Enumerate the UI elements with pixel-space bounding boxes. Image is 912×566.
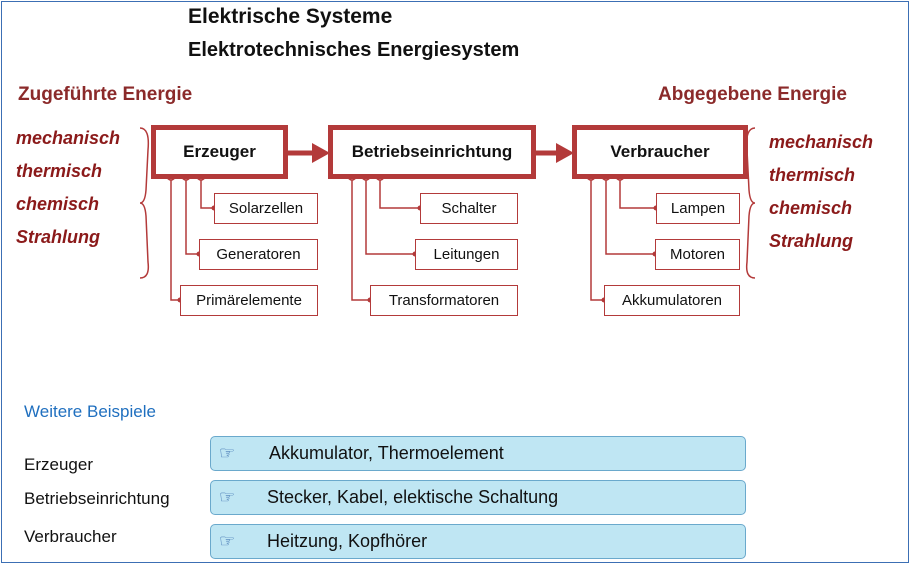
leitungen-box: Leitungen (415, 239, 518, 270)
energy-form: chemisch (16, 194, 100, 214)
example-text: Akkumulator, Thermoelement (269, 443, 504, 463)
energy-form: mechanisch (16, 128, 121, 148)
pointing-hand-icon: ☞ (219, 487, 236, 507)
arrowhead-erzeuger-betrieb (312, 143, 330, 163)
generatoren-box: Generatoren (199, 239, 318, 270)
erzeuger-block: Erzeuger (151, 125, 288, 179)
betriebseinrichtung-block: Betriebseinrichtung (328, 125, 536, 179)
example-text: Stecker, Kabel, elektische Schaltung (267, 487, 559, 507)
example-box-betrieb: ☞ Stecker, Kabel, elektische Schaltung (210, 480, 746, 515)
example-box-erzeuger: ☞ Akkumulator, Thermoelement (210, 436, 746, 471)
verbraucher-block: Verbraucher (572, 125, 748, 179)
transformatoren-box: Transformatoren (370, 285, 518, 316)
energy-form: mechanisch (769, 132, 874, 152)
pointing-hand-icon: ☞ (219, 443, 236, 463)
motoren-box: Motoren (655, 239, 740, 270)
example-text: Heitzung, Kopfhörer (267, 531, 428, 551)
left-brace (139, 127, 150, 279)
output-energy-list: mechanisch thermisch chemisch Strahlung (769, 126, 873, 258)
energy-form: thermisch (769, 165, 856, 185)
page-subtitle: Elektrotechnisches Energiesystem (188, 39, 520, 61)
example-label-verbraucher: Verbraucher (24, 527, 117, 546)
page-title: Elektrische Systeme (188, 5, 393, 28)
primaerelemente-box: Primärelemente (180, 285, 318, 316)
solarzellen-box: Solarzellen (214, 193, 318, 224)
input-energy-heading: Zugeführte Energie (18, 84, 193, 105)
schalter-box: Schalter (420, 193, 518, 224)
energy-form: Strahlung (769, 231, 853, 251)
output-energy-heading: Abgegebene Energie (658, 84, 847, 105)
lampen-box: Lampen (656, 193, 740, 224)
input-energy-list: mechanisch thermisch chemisch Strahlung (16, 122, 120, 254)
example-label-erzeuger: Erzeuger (24, 455, 93, 474)
energy-form: chemisch (769, 198, 853, 218)
arrowhead-betrieb-verbraucher (556, 143, 574, 163)
example-label-betrieb: Betriebseinrichtung (24, 489, 170, 508)
energy-form: Strahlung (16, 227, 100, 247)
pointing-hand-icon: ☞ (219, 531, 236, 551)
examples-heading: Weitere Beispiele (24, 402, 156, 421)
energy-form: thermisch (16, 161, 103, 181)
example-box-verbraucher: ☞ Heitzung, Kopfhörer (210, 524, 746, 559)
akkumulatoren-box: Akkumulatoren (604, 285, 740, 316)
